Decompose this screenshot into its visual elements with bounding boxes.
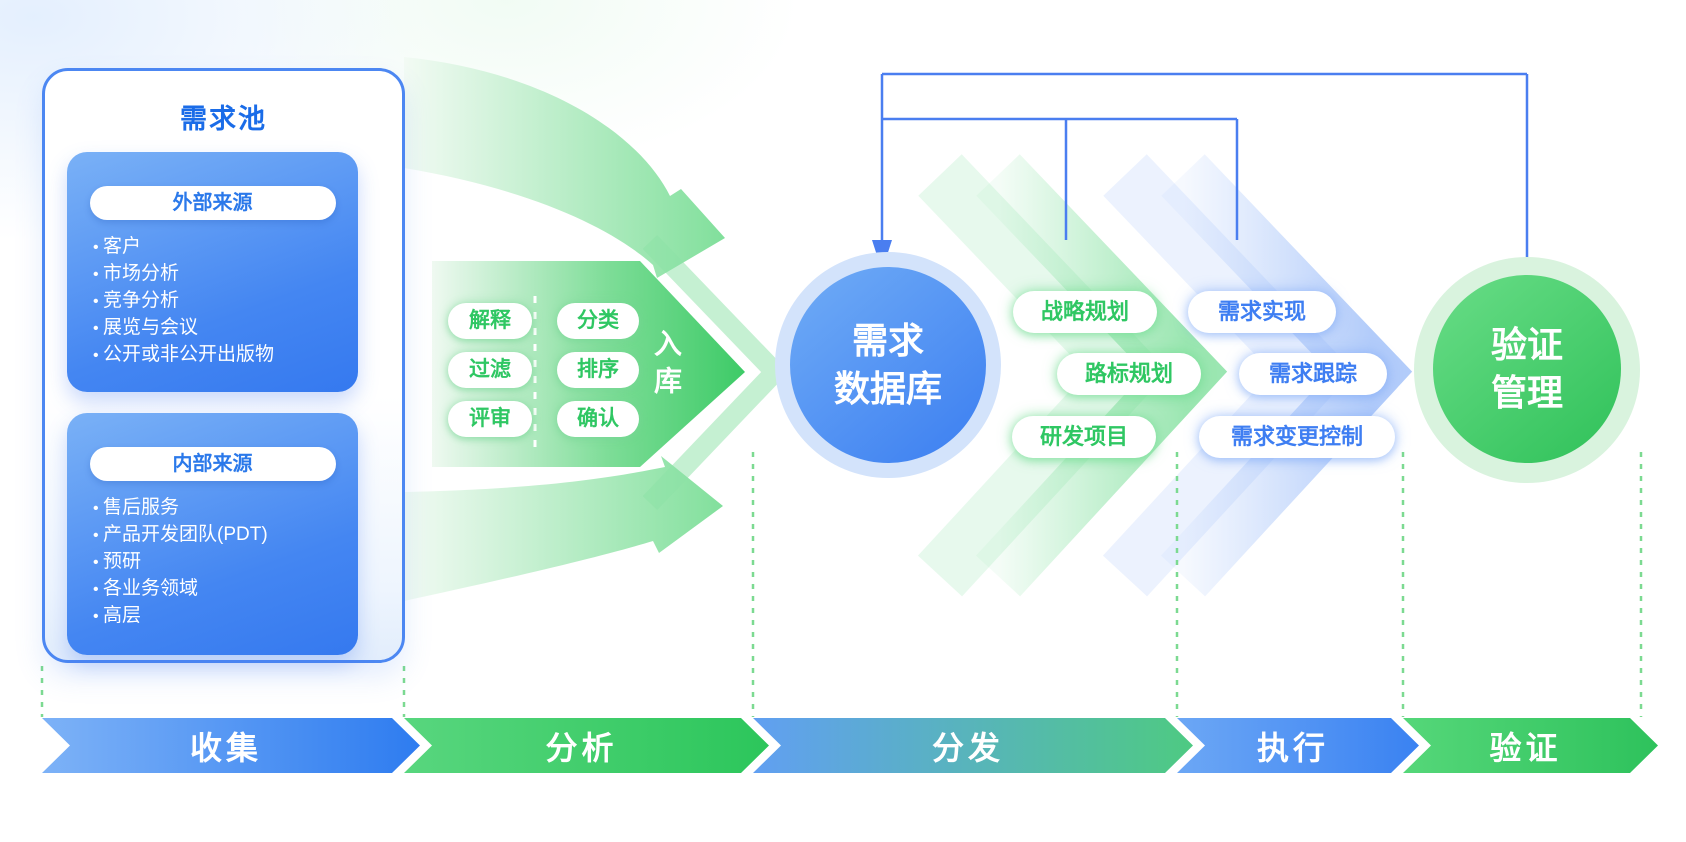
source-item: 售后服务	[93, 495, 358, 522]
store-arrow-label: 入库	[651, 329, 682, 403]
internal-sources-list: 售后服务 产品开发团队(PDT) 预研 各业务领域 高层	[93, 495, 358, 630]
source-item: 市场分析	[93, 261, 358, 288]
pill-strategy-planning: 战略规划	[1013, 291, 1157, 333]
top-swoosh-arrow	[404, 57, 725, 278]
source-item: 竞争分析	[93, 288, 358, 315]
pill-req-tracking: 需求跟踪	[1239, 353, 1387, 395]
pill-req-implementation: 需求实现	[1188, 291, 1336, 333]
external-sources-card: 外部来源 客户 市场分析 竞争分析 展览与会议 公开或非公开出版物	[67, 152, 358, 392]
stage-verify: 验证	[1403, 718, 1658, 773]
pill-req-change-control: 需求变更控制	[1199, 416, 1395, 458]
internal-sources-header: 内部来源	[89, 447, 336, 481]
bottom-swoosh-arrow	[404, 456, 723, 601]
source-item: 展览与会议	[93, 315, 358, 342]
pool-title: 需求池	[180, 104, 267, 134]
pill-roadmap-planning: 路标规划	[1057, 353, 1201, 395]
pill-review: 评审	[448, 401, 532, 437]
source-item: 客户	[93, 234, 358, 261]
stage-execute: 执行	[1177, 718, 1419, 773]
pill-filter: 过滤	[448, 352, 532, 388]
requirements-pool-panel: 需求池 外部来源 客户 市场分析 竞争分析 展览与会议 公开或非公开出版物 内部…	[42, 68, 405, 663]
external-sources-list: 客户 市场分析 竞争分析 展览与会议 公开或非公开出版物	[93, 234, 358, 369]
pill-sort: 排序	[557, 352, 639, 388]
external-sources-header: 外部来源	[89, 186, 336, 220]
requirements-database-circle: 需求 数据库	[790, 267, 986, 463]
verification-management-circle: 验证 管理	[1433, 275, 1621, 463]
stage-analyze: 分析	[404, 718, 769, 773]
stage-collect: 收集	[42, 718, 420, 773]
stage-distribute: 分发	[753, 718, 1193, 773]
source-item: 高层	[93, 603, 358, 630]
feedback-connector-lines	[880, 72, 1529, 278]
source-item: 预研	[93, 549, 358, 576]
source-item: 公开或非公开出版物	[93, 342, 358, 369]
pill-interpret: 解释	[448, 303, 532, 339]
stage-guide-lines	[40, 452, 1643, 717]
pill-classify: 分类	[557, 303, 639, 339]
source-item: 各业务领域	[93, 576, 358, 603]
source-item: 产品开发团队(PDT)	[93, 522, 358, 549]
pill-rd-project: 研发项目	[1012, 416, 1156, 458]
internal-sources-card: 内部来源 售后服务 产品开发团队(PDT) 预研 各业务领域 高层	[67, 413, 358, 655]
pill-confirm: 确认	[557, 401, 639, 437]
